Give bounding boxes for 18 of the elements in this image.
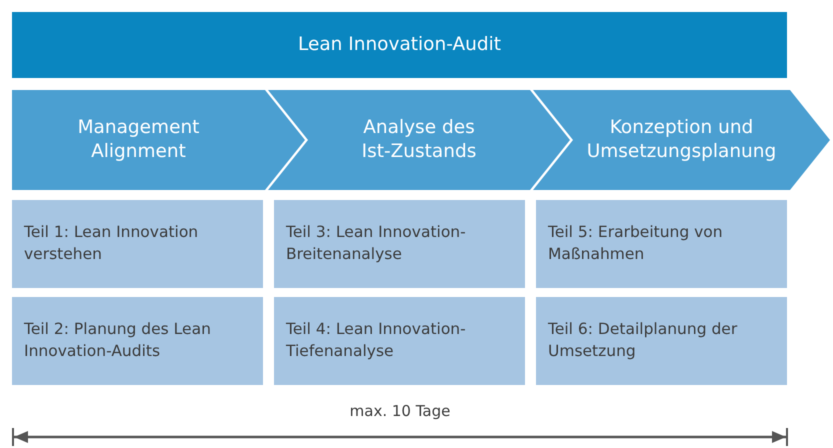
module-text: Teil 6: Detailplanung der Umsetzung bbox=[548, 319, 738, 362]
module-text: Teil 3: Lean Innovation-Breitenanalyse bbox=[286, 222, 467, 265]
module-text: Teil 4: Lean Innovation-Tiefenanalyse bbox=[286, 319, 467, 362]
title-banner bbox=[12, 12, 787, 78]
phase-title: Konzeption und Umsetzungsplanung bbox=[586, 116, 778, 164]
phase-title: Analyse des Ist-Zustands bbox=[360, 116, 478, 164]
banner-title: Lean Innovation-Audit bbox=[298, 32, 502, 57]
module-text: Teil 5: Erarbeitung von Maßnahmen bbox=[548, 222, 724, 265]
module-card bbox=[274, 297, 525, 385]
module-text: Teil 1: Lean Innovation verstehen bbox=[24, 222, 200, 265]
module-card bbox=[12, 297, 263, 385]
module-card bbox=[536, 200, 787, 288]
module-card bbox=[12, 200, 263, 288]
module-card bbox=[274, 200, 525, 288]
duration-label: max. 10 Tage bbox=[348, 402, 452, 420]
module-text: Teil 2: Planung des Lean Innovation-Audits bbox=[24, 319, 212, 362]
module-card bbox=[536, 297, 787, 385]
phase-title: Management Alignment bbox=[76, 116, 200, 164]
